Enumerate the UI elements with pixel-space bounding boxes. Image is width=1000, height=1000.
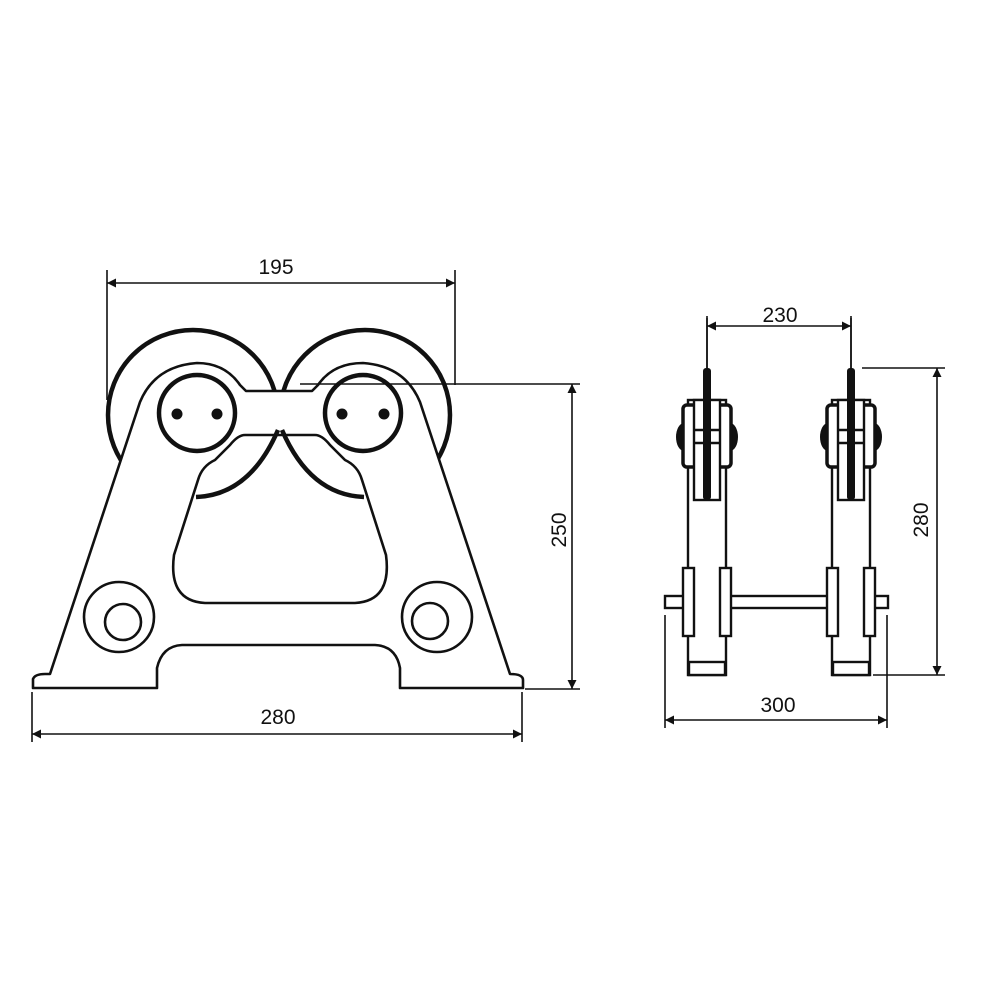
roller-assembly-right (820, 318, 882, 677)
frame-window (171, 433, 389, 605)
dimension-label: 280 (260, 706, 295, 729)
rope-icon (703, 368, 711, 500)
mount-hole-left-outer (82, 580, 156, 654)
dimension-300: 300 (664, 615, 888, 728)
roller-lower-arc-right (279, 429, 365, 500)
mount-hole-right-outer (400, 580, 474, 654)
dimension-195: 195 (106, 256, 456, 400)
bolt-icon (336, 408, 348, 420)
side-view: 230 280 300 (663, 304, 945, 728)
dimension-label: 280 (910, 502, 933, 537)
rope-icon (847, 368, 855, 500)
front-view: 195 250 280 (31, 256, 580, 742)
bolt-icon (378, 408, 390, 420)
bolt-icon (171, 408, 183, 420)
axle (722, 594, 832, 610)
left-hub (156, 372, 238, 454)
mount-hole-left-inner (103, 602, 143, 642)
dimension-250: 250 (300, 383, 580, 690)
mount-hole-right-inner (410, 601, 450, 641)
right-hub (322, 372, 404, 454)
bolt-icon (211, 408, 223, 420)
dimension-label: 230 (762, 304, 797, 327)
dimension-280-height: 280 (862, 367, 945, 676)
dimension-230: 230 (706, 304, 852, 370)
roller-lower-arc-left (195, 429, 281, 500)
dimension-label: 250 (548, 512, 571, 547)
dimension-label: 195 (258, 256, 293, 279)
dimension-label: 300 (760, 694, 795, 717)
roller-assembly-left (676, 318, 738, 677)
dimension-280-base: 280 (31, 692, 523, 742)
